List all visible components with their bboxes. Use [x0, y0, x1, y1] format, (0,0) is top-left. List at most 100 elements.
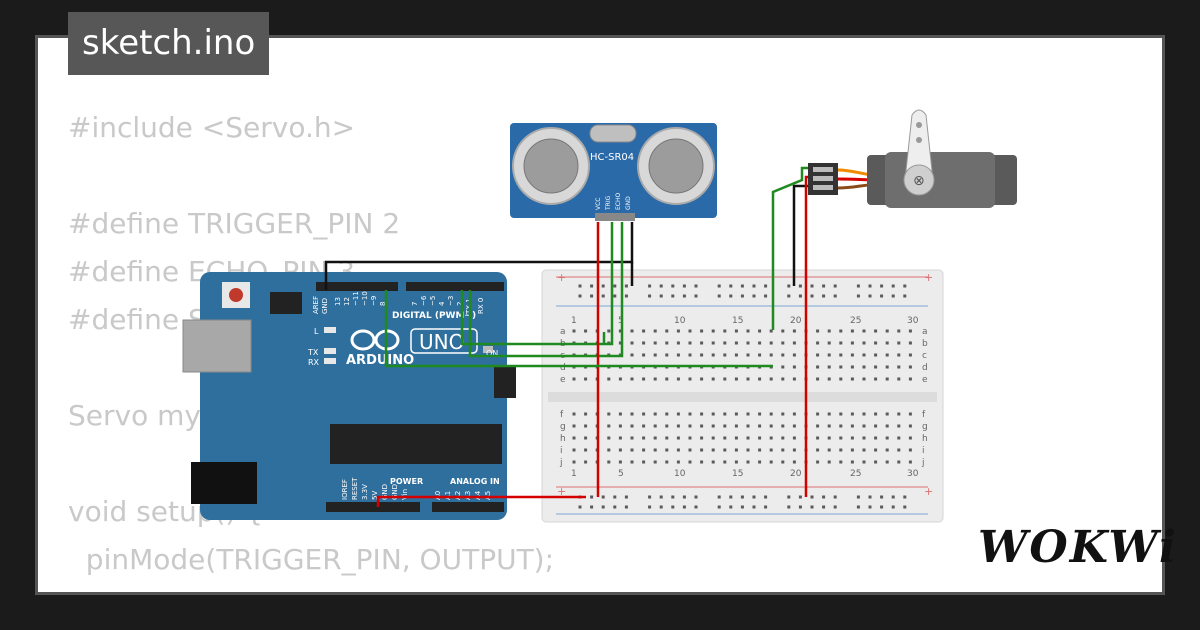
breadboard-hole — [839, 365, 843, 369]
breadboard-hole — [885, 424, 889, 428]
breadboard-hole — [624, 284, 628, 288]
breadboard-hole — [885, 353, 889, 357]
icsp-header — [270, 292, 302, 314]
rx-led — [324, 358, 336, 364]
file-tab-sketch-ino[interactable]: sketch.ino — [68, 12, 270, 75]
pin-label-3: ~3 — [447, 296, 455, 306]
breadboard-hole — [839, 448, 843, 452]
breadboard-hole — [694, 495, 698, 499]
reset-button[interactable] — [229, 288, 243, 302]
row-letter: h — [922, 434, 928, 444]
breadboard-hole — [665, 412, 669, 416]
breadboard-hole — [816, 460, 820, 464]
digital-label: DIGITAL (PWM~) — [392, 311, 476, 321]
pin-label-12: 12 — [343, 297, 351, 306]
breadboard-hole — [781, 329, 785, 333]
breadboard-hole — [671, 495, 675, 499]
col-number: 30 — [907, 469, 919, 479]
breadboard-hole — [758, 329, 762, 333]
breadboard-hole — [885, 412, 889, 416]
breadboard-hole — [827, 412, 831, 416]
power-header — [326, 502, 420, 512]
breadboard-hole — [682, 294, 686, 298]
breadboard-hole — [752, 284, 756, 288]
breadboard-hole — [682, 505, 686, 509]
breadboard-hole — [572, 412, 576, 416]
breadboard-hole — [711, 448, 715, 452]
breadboard-hole — [613, 495, 617, 499]
breadboard-hole — [584, 436, 588, 440]
tx-label: TX — [307, 348, 319, 357]
breadboard-hole — [618, 436, 622, 440]
col-number: 5 — [618, 469, 624, 479]
breadboard-hole — [734, 341, 738, 345]
pin-label-11: ~11 — [352, 291, 360, 306]
breadboard-hole — [717, 505, 721, 509]
breadboard-hole — [868, 505, 872, 509]
breadboard-hole — [868, 284, 872, 288]
breadboard-hole — [874, 341, 878, 345]
breadboard-hole — [642, 377, 646, 381]
breadboard-hole — [734, 448, 738, 452]
breadboard-hole — [897, 424, 901, 428]
breadboard-hole — [630, 436, 634, 440]
breadboard-hole — [723, 377, 727, 381]
code-line: #define TRIGGER_PIN 2 — [68, 207, 401, 240]
breadboard-hole — [827, 460, 831, 464]
ultrasonic-sensor[interactable]: HC-SR04 VCC TRIG ECHO GND — [510, 123, 717, 221]
breadboard-hole — [630, 341, 634, 345]
breadboard-hole — [694, 284, 698, 288]
power-pin-gnd: GND — [381, 484, 389, 500]
breadboard-hole — [671, 505, 675, 509]
breadboard-hole — [827, 448, 831, 452]
breadboard-hole — [758, 436, 762, 440]
tx-led — [324, 348, 336, 354]
breadboard-hole — [688, 353, 692, 357]
row-letter: f — [922, 410, 926, 420]
breadboard-hole — [607, 436, 611, 440]
breadboard-hole — [850, 353, 854, 357]
row-letter: a — [560, 327, 566, 337]
servo-motor[interactable]: ⊗ — [808, 109, 1017, 208]
row-letter: h — [560, 434, 566, 444]
breadboard-hole — [816, 436, 820, 440]
breadboard-hole — [816, 341, 820, 345]
breadboard-hole — [665, 436, 669, 440]
breadboard-hole — [711, 412, 715, 416]
usb-port — [182, 319, 252, 373]
breadboard-hole — [816, 377, 820, 381]
breadboard-hole — [723, 460, 727, 464]
breadboard-hole — [671, 294, 675, 298]
breadboard-hole — [590, 505, 594, 509]
breadboard-hole — [810, 294, 814, 298]
breadboard-hole — [607, 329, 611, 333]
breadboard-hole — [769, 448, 773, 452]
breadboard-hole — [758, 412, 762, 416]
power-pin-gnd: GND — [391, 484, 399, 500]
breadboard-hole — [880, 294, 884, 298]
analog-pin-a5: A5 — [484, 491, 492, 500]
breadboard-hole — [700, 460, 704, 464]
breadboard-hole — [874, 424, 878, 428]
breadboard-hole — [908, 460, 912, 464]
breadboard-hole — [764, 284, 768, 288]
breadboard-hole — [688, 341, 692, 345]
breadboard-hole — [839, 353, 843, 357]
breadboard-hole — [792, 448, 796, 452]
breadboard-hole — [758, 353, 762, 357]
breadboard-hole — [572, 377, 576, 381]
arduino-uno-board[interactable]: L TX RX ON DIGITAL (PWM~) POWER ANALOG I… — [182, 272, 516, 520]
breadboard[interactable]: + + + + 1 5 10 15 20 25 30 1 5 10 15 20 … — [541, 269, 944, 523]
breadboard-hole — [676, 341, 680, 345]
breadboard-hole — [607, 377, 611, 381]
breadboard-hole — [839, 436, 843, 440]
pin-label-6: ~6 — [420, 295, 428, 306]
power-pin-vin: Vin — [401, 489, 409, 500]
breadboard-hole — [850, 448, 854, 452]
breadboard-hole — [792, 436, 796, 440]
arduino-brand: ARDUINO — [346, 353, 414, 368]
breadboard-hole — [868, 294, 872, 298]
breadboard-hole — [700, 412, 704, 416]
pin-label-5: ~5 — [429, 296, 437, 306]
sensor-pin-gnd: GND — [625, 196, 632, 210]
